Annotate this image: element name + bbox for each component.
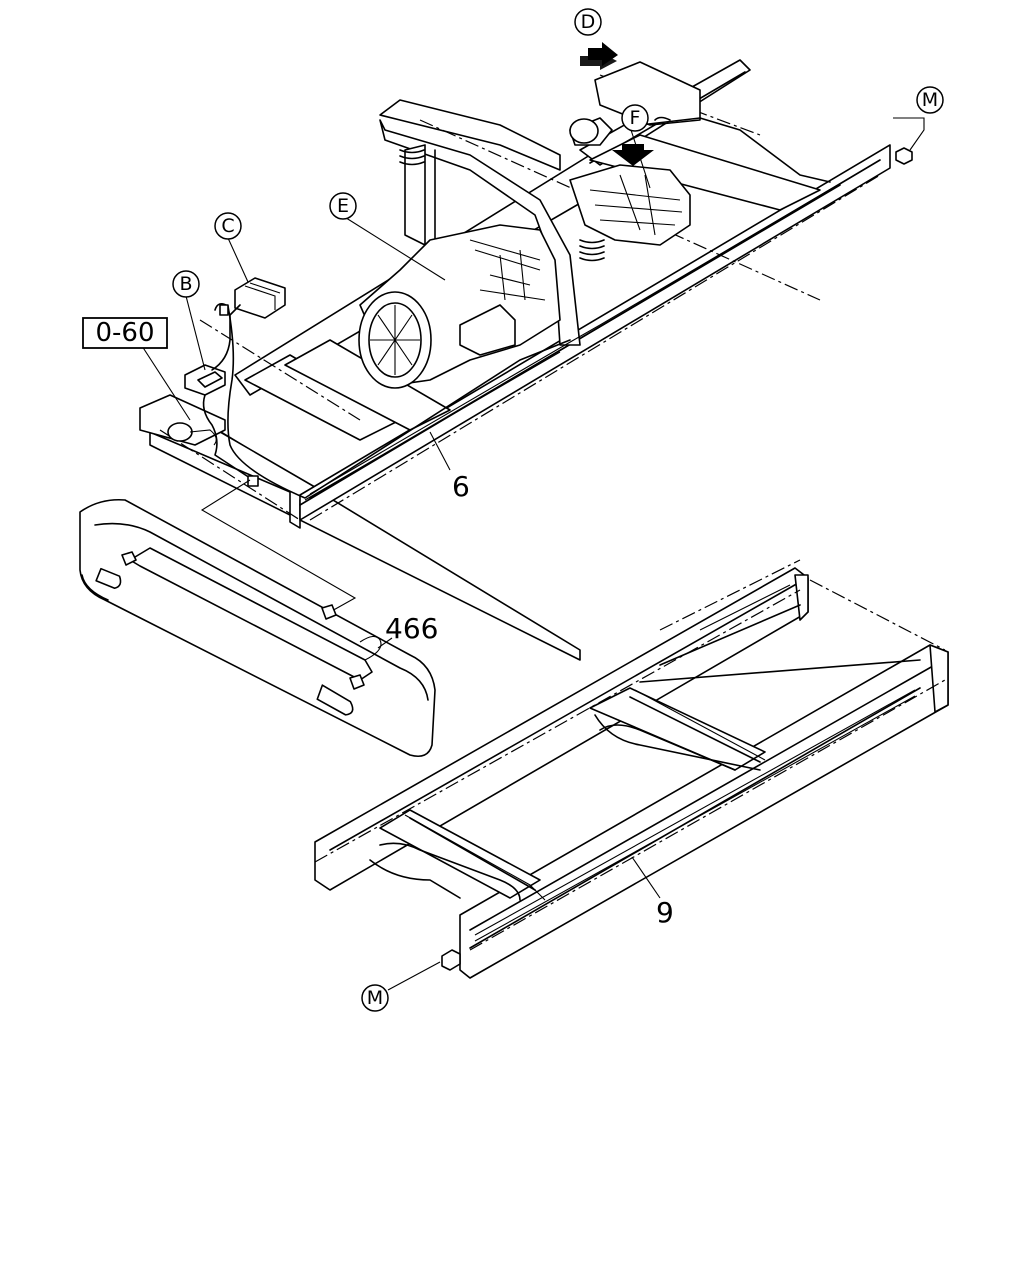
arrow-d-icon <box>580 42 618 70</box>
connector-m-bottom-icon <box>441 949 461 971</box>
callout-b: B <box>172 270 200 298</box>
bumper-connector-right-icon <box>349 674 365 690</box>
rear-chassis-frame <box>314 559 949 991</box>
spring-left <box>399 149 605 262</box>
callout-m-top-label: M <box>922 89 938 111</box>
harness-6 <box>202 116 913 501</box>
callout-d: D <box>574 8 602 36</box>
reference-label: 0-60 <box>95 318 154 348</box>
front-chassis-frame <box>139 59 891 661</box>
callout-e: E <box>329 192 357 220</box>
callout-f-label: F <box>630 107 641 129</box>
leader-lines-top <box>141 117 925 471</box>
harness-clip-icon <box>219 304 229 316</box>
callout-m-bottom: M <box>361 984 389 1012</box>
harness-clip-icon <box>247 475 259 487</box>
callout-b-label: B <box>179 273 192 295</box>
bumper-connector-left-icon <box>121 551 137 566</box>
arrow-f-icon <box>612 144 654 166</box>
bumper-connector-mid-icon <box>321 604 337 620</box>
callout-m-bottom-label: M <box>367 987 383 1009</box>
callout-d-label: D <box>581 11 596 33</box>
transmission <box>569 61 701 246</box>
connector-b <box>184 364 226 396</box>
callout-f: F <box>621 104 649 132</box>
connector-c <box>234 277 286 319</box>
connector-m-top-icon <box>895 147 913 165</box>
reference-box: 0-60 <box>82 317 168 349</box>
connection-line <box>200 479 357 613</box>
front-bumper <box>79 498 436 758</box>
part-number-6: 6 <box>452 470 470 503</box>
horn <box>167 422 217 446</box>
part-number-466: 466 <box>385 612 438 645</box>
callout-m-top: M <box>916 86 944 114</box>
callout-c-label: C <box>221 215 234 237</box>
engine <box>358 224 561 389</box>
callout-c: C <box>214 212 242 240</box>
callout-e-label: E <box>337 195 349 217</box>
part-number-9: 9 <box>656 896 674 929</box>
